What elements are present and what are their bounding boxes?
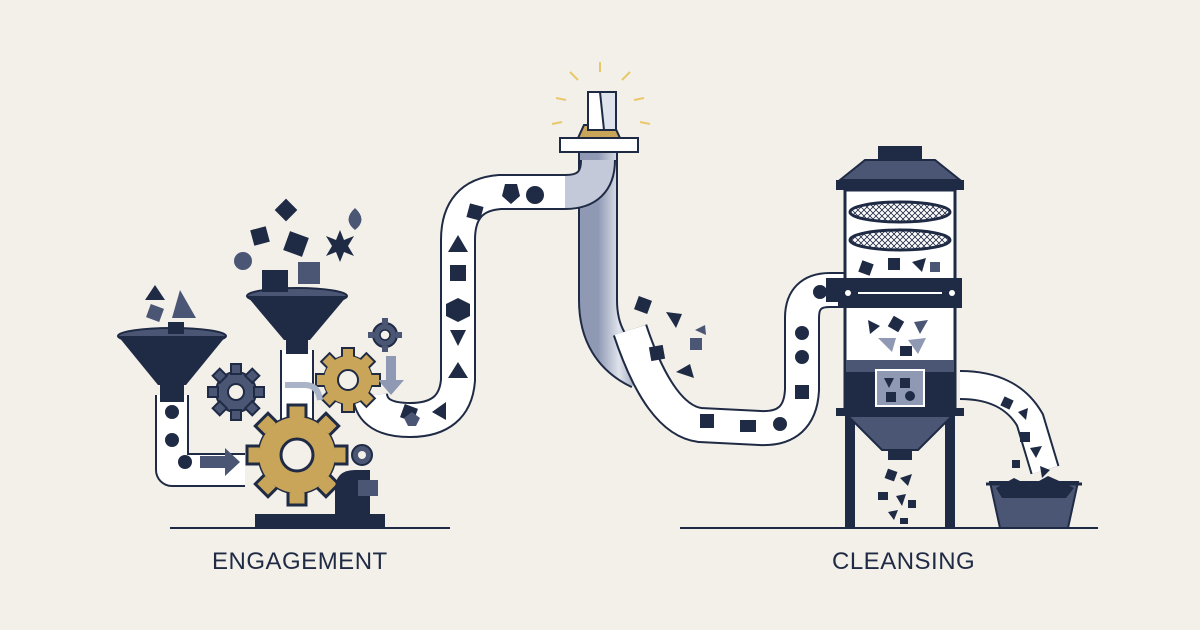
machine-base [255,470,385,528]
falling-debris [878,468,916,524]
funnel-icon [117,231,348,402]
glow-rays [551,62,651,125]
bin-icon [986,476,1082,529]
arrow-icon [200,356,404,476]
steel-pipe [551,62,651,389]
filter-tower-icon [826,146,964,528]
pipe-particles-left [165,184,544,469]
outflow-debris [1000,396,1050,478]
gear-icon [207,318,402,507]
conveyor-pipe-left [155,174,565,487]
stage-label-right: CLEANSING [832,548,976,575]
conveyor-pipe-right [612,272,1060,475]
stage-label-left: ENGAGEMENT [212,548,388,575]
pipe-particles-right [634,285,827,432]
